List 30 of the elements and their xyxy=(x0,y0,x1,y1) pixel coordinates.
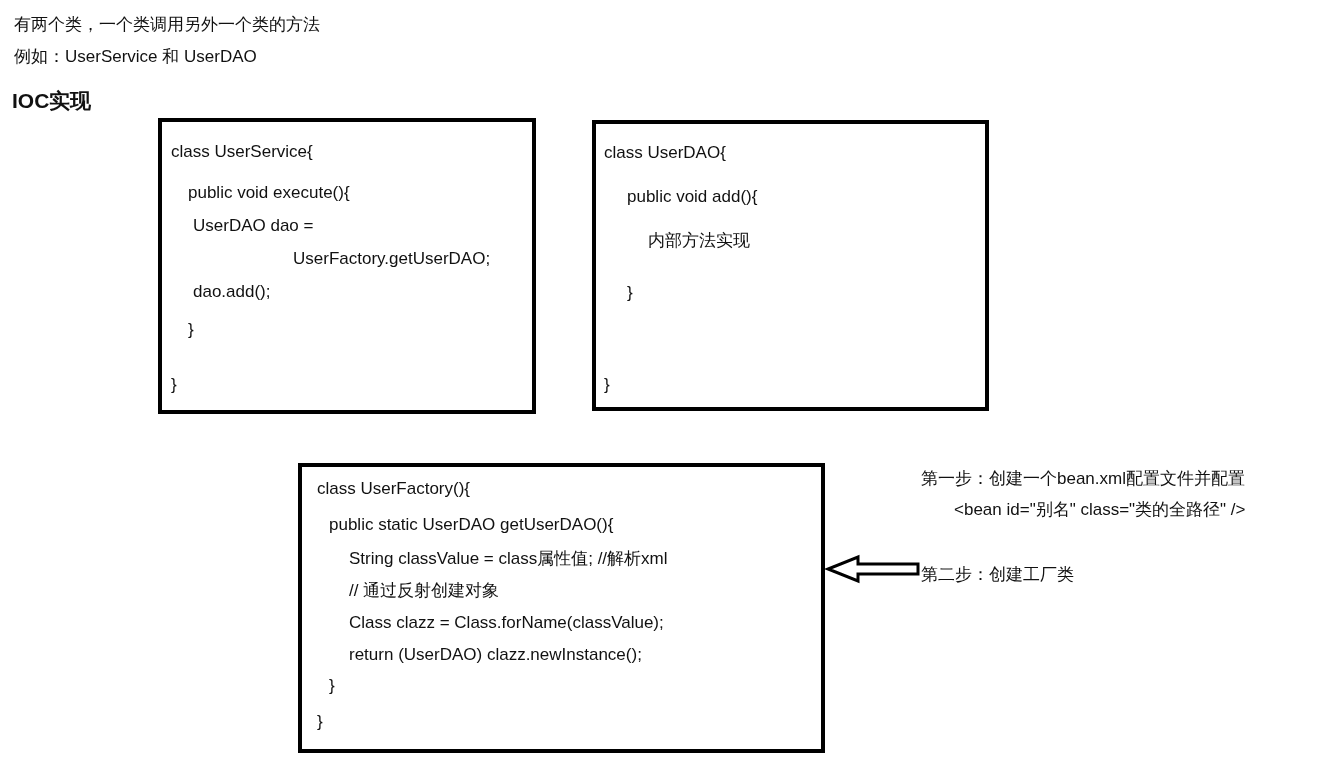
code-line: public static UserDAO getUserDAO(){ xyxy=(329,514,614,536)
code-line: dao.add(); xyxy=(193,281,271,303)
arrow xyxy=(823,554,920,584)
heading: IOC实现 xyxy=(12,90,92,112)
code-line: // 通过反射创建对象 xyxy=(349,580,500,602)
code-line: Class clazz = Class.forName(classValue); xyxy=(349,612,664,634)
code-line: public void add(){ xyxy=(627,186,758,208)
code-line: UserDAO dao = xyxy=(193,215,314,237)
code-box xyxy=(298,463,825,753)
step-text: 第二步：创建工厂类 xyxy=(921,564,1074,586)
code-box xyxy=(592,120,989,411)
code-line: UserFactory.getUserDAO; xyxy=(293,248,491,270)
code-line: class UserService{ xyxy=(171,141,313,163)
code-line: } xyxy=(171,374,177,396)
note-text: <bean id="别名" class="类的全路径" /> xyxy=(954,499,1246,521)
code-line: } xyxy=(188,319,194,341)
code-line: return (UserDAO) clazz.newInstance(); xyxy=(349,644,642,666)
code-line: } xyxy=(627,282,633,304)
note-text: 有两个类，一个类调用另外一个类的方法 xyxy=(14,14,320,36)
code-line: } xyxy=(317,711,323,733)
code-line: String classValue = class属性值; //解析xml xyxy=(349,548,668,570)
note-text: 例如：UserService 和 UserDAO xyxy=(14,46,257,68)
code-line: } xyxy=(329,675,335,697)
code-line: public void execute(){ xyxy=(188,182,350,204)
note-text: 第一步：创建一个bean.xml配置文件并配置 xyxy=(921,468,1245,490)
code-box xyxy=(158,118,536,414)
code-line: class UserDAO{ xyxy=(604,142,726,164)
code-line: class UserFactory(){ xyxy=(317,478,471,500)
code-line: } xyxy=(604,374,610,396)
code-line: 内部方法实现 xyxy=(648,230,750,252)
